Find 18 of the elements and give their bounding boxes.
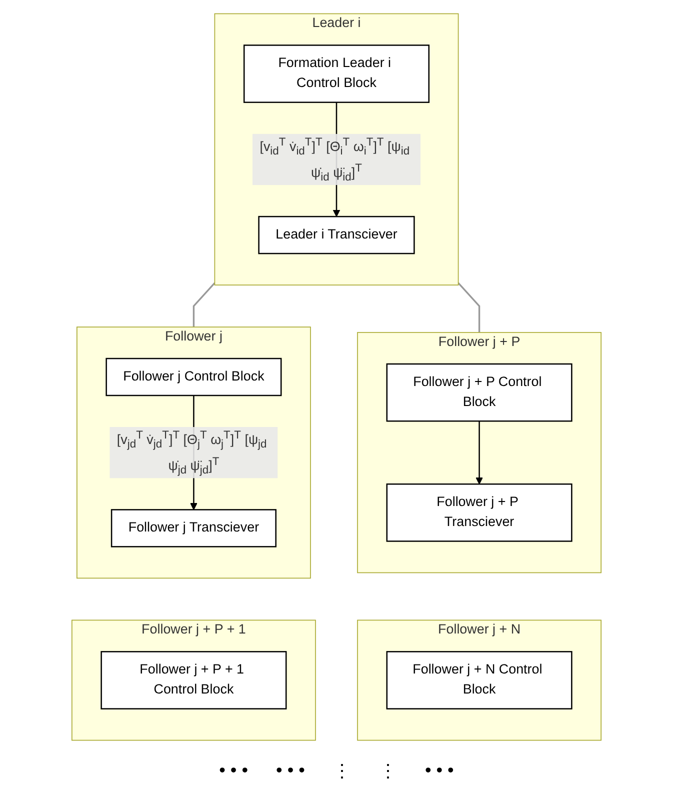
connector — [458, 282, 480, 332]
ellipsis-mark: • • • — [219, 760, 248, 782]
ellipsis-mark: • • • — [276, 760, 305, 782]
arrow — [476, 421, 483, 484]
node-box: Follower j + P Control Block — [386, 363, 572, 422]
ellipsis-mark: ⋮ — [332, 760, 351, 782]
ellipsis-mark: • • • — [424, 760, 454, 782]
connector — [192, 282, 216, 328]
node-box: Leader i Transciever — [258, 216, 415, 254]
node-box: Follower j + P Transciever — [386, 483, 572, 542]
edge-label: [v$_{id}$$^{T}$ v̇$_{id}$$^{T}$]$^{T}$ [Θ$_{i}$$^{T}$ ω$_{i}$$^{T}$]$^{T}$ [ψ$_{id}$ ψ̇$_{id}$ ψ̈$_{id}$]$^{T}$ — [260, 136, 410, 183]
ellipsis-mark: ⋮ — [378, 760, 397, 782]
node-box: Formation Leader i Control Block — [243, 44, 430, 103]
node-box: Follower j Control Block — [106, 358, 282, 396]
node-box: Follower j + N Control Block — [386, 651, 572, 710]
node-box: Follower j Transciever — [110, 509, 276, 548]
node-box: Follower j + P + 1 Control Block — [100, 651, 287, 710]
edge-label: [v$_{jd}$$^{T}$ v̇$_{jd}$$^{T}$]$^{T}$ [Θ$_{j}$$^{T}$ ω$_{j}$$^{T}$]$^{T}$ [ψ$_{jd}$ ψ̇$_{jd}$ ψ̈$_{jd}$]$^{T}$ — [116, 428, 267, 476]
